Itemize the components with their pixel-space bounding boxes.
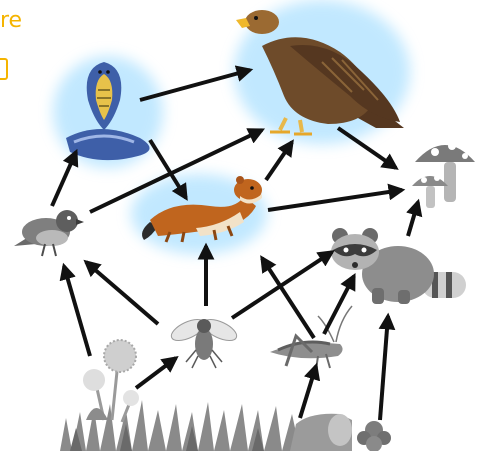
eagle-talons — [270, 130, 312, 136]
dandelion-puff — [83, 369, 105, 391]
sparrow-eye — [67, 216, 71, 220]
dandelion-leaf — [86, 408, 108, 420]
stoat-legs — [164, 225, 234, 243]
fly-head — [197, 319, 211, 333]
grasshopper-leg — [284, 333, 314, 367]
sparrow-beak — [76, 219, 84, 225]
grasshopper — [270, 305, 353, 371]
arrow-fly-to-raccoon — [230, 250, 335, 320]
corner-box-fragment — [0, 58, 8, 80]
arrow-cobra-to-eagle — [139, 65, 254, 102]
mushroom-cap — [415, 145, 475, 162]
mushroom-spot — [421, 177, 427, 183]
cobra-coil-light — [73, 134, 135, 144]
eagle-beak — [236, 18, 250, 28]
stoat-head — [234, 179, 262, 201]
dandelion-puff — [123, 390, 139, 406]
arrow-raccoon-to-mushrooms — [406, 198, 423, 237]
arrow-fly-to-sparrow — [83, 259, 160, 326]
arrow-dandelion-to-sparrow — [59, 262, 92, 357]
eagle-eye — [254, 16, 258, 20]
cobra-eye — [106, 70, 110, 74]
grasshopper-antenna — [335, 305, 353, 343]
fly — [170, 318, 238, 369]
mushroom-spot — [448, 142, 456, 150]
cobra-eye — [98, 70, 102, 74]
mushroom-spot — [431, 148, 439, 156]
arrow-stoat-to-eagle — [264, 139, 294, 182]
raccoon-eye — [343, 247, 349, 253]
stoat-belly — [196, 212, 244, 236]
arrow-grasshopper-to-stoat — [260, 255, 316, 340]
stoat — [142, 176, 262, 243]
eagle-wing — [290, 45, 400, 123]
log-end — [328, 414, 352, 446]
fly-legs — [185, 349, 223, 369]
raccoon-eye — [361, 247, 367, 253]
arrow-cobra-to-stoat — [148, 138, 188, 201]
cobra-hood-pattern — [95, 74, 113, 120]
cobra — [66, 62, 150, 161]
arrow-sparrow-to-eagle — [89, 128, 266, 214]
arrow-dandelion-to-fly — [134, 355, 179, 390]
sparrow-legs — [41, 243, 57, 257]
raccoon-leg — [372, 288, 384, 304]
arrow-plant-to-raccoon — [378, 312, 396, 421]
mushroom-stem — [426, 186, 435, 208]
stoat-eye — [250, 186, 254, 190]
mushroom-stem — [444, 162, 456, 202]
dandelion-flower — [103, 339, 137, 373]
raccoon-leg — [398, 290, 410, 304]
dandelion — [83, 339, 139, 423]
arrow-stoat-to-mushrooms — [267, 183, 406, 212]
log — [290, 413, 352, 451]
cobra-stripes — [97, 89, 111, 107]
arrow-eagle-to-mushrooms — [336, 126, 399, 170]
raccoon-tail-stripe — [446, 272, 452, 298]
arrow-layer — [50, 65, 423, 421]
eagle — [236, 10, 404, 136]
plant — [357, 421, 391, 451]
mushroom-spot — [434, 175, 440, 181]
corner-text-fragment: re — [0, 8, 23, 33]
arrow-sparrow-to-cobra — [50, 148, 79, 207]
arrow-grasshopper-to-raccoon — [322, 273, 356, 335]
plant-leaf — [366, 436, 382, 451]
raccoon-mask — [333, 244, 377, 257]
sparrow-belly — [36, 230, 68, 246]
eagle-head — [245, 10, 279, 34]
raccoon — [331, 228, 466, 304]
grass-blades — [60, 400, 300, 451]
mushroom-spot — [462, 153, 468, 159]
raccoon-tail-stripe — [432, 272, 438, 298]
raccoon-nose — [352, 262, 358, 268]
stoat-ear — [236, 176, 244, 184]
eagle-wing-feathers — [321, 57, 379, 101]
fly-body — [195, 328, 213, 360]
eagle-legs — [278, 117, 304, 133]
sparrow-head — [56, 210, 78, 232]
sparrow — [14, 210, 84, 257]
grass — [60, 400, 300, 451]
mushroom-cap — [412, 176, 448, 186]
arrow-grass-to-grasshopper — [298, 362, 321, 419]
stoat-muzzle — [240, 194, 262, 204]
mushrooms — [412, 142, 475, 208]
